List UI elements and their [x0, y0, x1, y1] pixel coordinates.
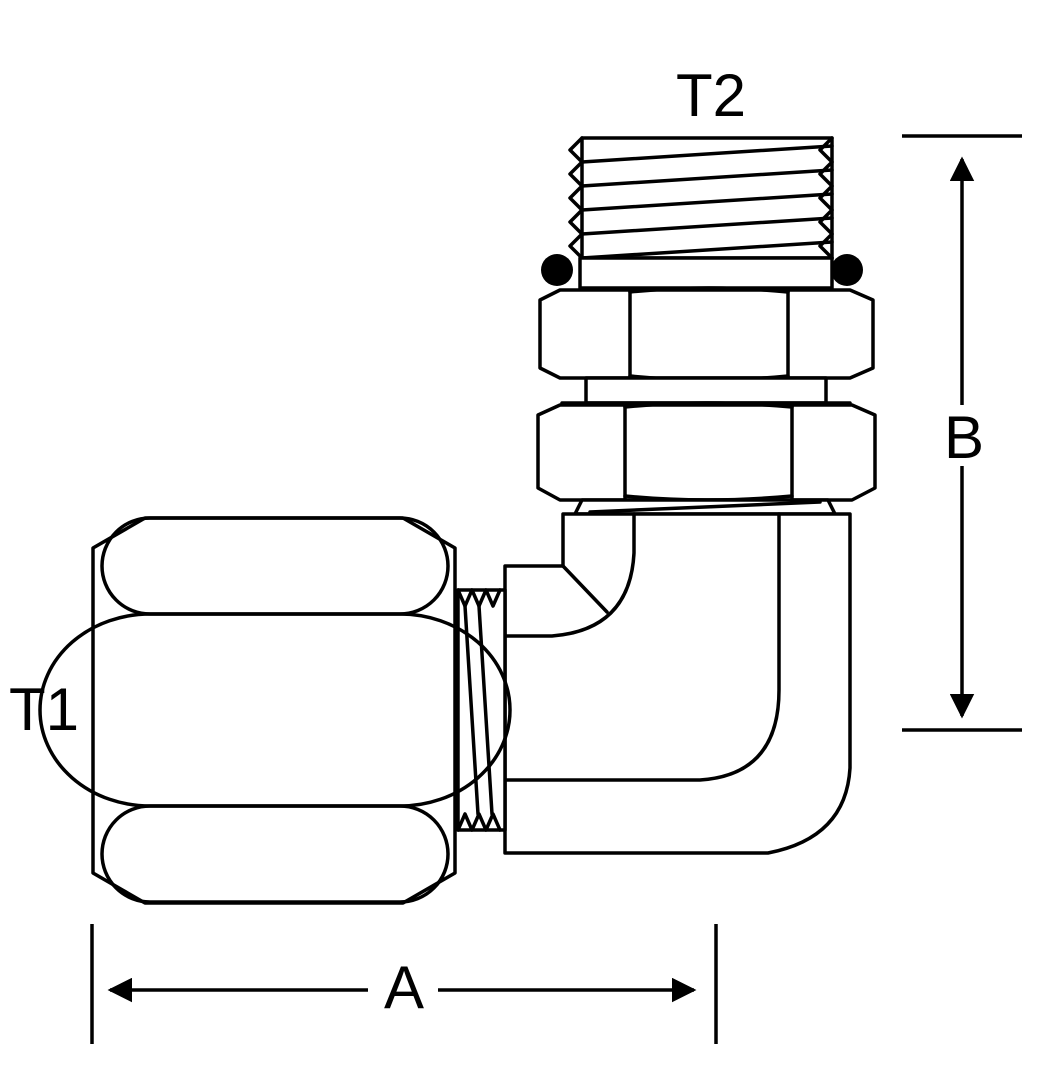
body-top-thread	[575, 500, 835, 514]
lower-hex-nut	[538, 403, 875, 500]
o-ring-left	[541, 254, 573, 286]
label-b: B	[944, 404, 984, 471]
o-ring-right	[831, 254, 863, 286]
t2-right-thread-teeth	[820, 138, 832, 258]
swivel-nut-bottom-face	[102, 806, 448, 902]
hex-neck	[562, 378, 850, 403]
t1-threaded-connection	[458, 590, 505, 830]
t1-swivel-nut	[40, 518, 510, 903]
o-ring-groove	[541, 254, 863, 288]
label-t1: T1	[9, 676, 79, 743]
t2-threaded-end	[570, 138, 832, 258]
dimension-b	[902, 136, 1022, 730]
upper-hex-nut	[540, 288, 873, 380]
t2-thread-lines	[582, 146, 832, 258]
label-t2: T2	[676, 62, 746, 129]
elbow-body-outline	[505, 514, 850, 853]
label-a: A	[384, 954, 424, 1021]
t2-left-thread-teeth	[570, 138, 582, 258]
elbow-street-bend	[505, 514, 634, 636]
elbow-body	[505, 514, 850, 853]
dimension-a	[92, 924, 716, 1044]
elbow-inner-bore-bend	[505, 514, 779, 780]
